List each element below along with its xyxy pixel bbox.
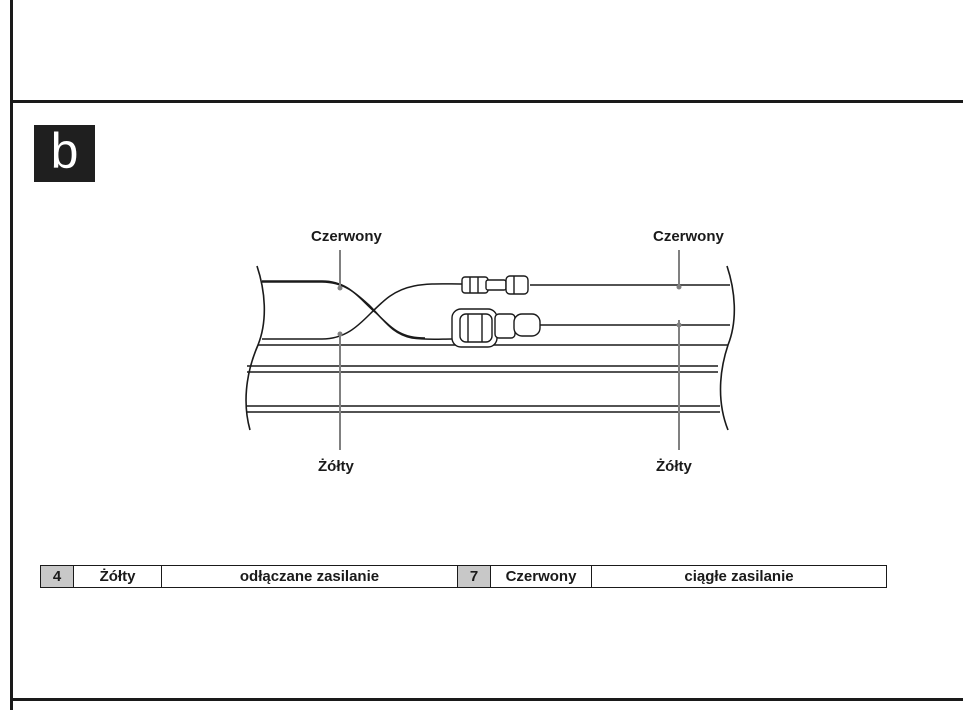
label-left-yellow: Żółty (318, 458, 354, 475)
cable-harness (245, 265, 736, 431)
legend-function: ciągłe zasilanie (591, 565, 887, 588)
legend-color: Żółty (73, 565, 162, 588)
page-left-border (10, 0, 13, 710)
red-wire-connector (461, 275, 529, 295)
legend-color: Czerwony (490, 565, 592, 588)
right-wires (530, 284, 730, 326)
wire-legend-table: 4 Żółty odłączane zasilanie 7 Czerwony c… (40, 565, 887, 588)
label-left-red: Czerwony (311, 228, 382, 245)
legend-function: odłączane zasilanie (161, 565, 458, 588)
label-right-red: Czerwony (653, 228, 724, 245)
yellow-wire-connector (451, 308, 541, 348)
label-leader-dots (337, 284, 682, 337)
section-badge: b (34, 125, 95, 182)
section-bottom-rule (10, 698, 963, 701)
yellow-and-red-wires (262, 281, 463, 340)
table-row: 4 Żółty odłączane zasilanie 7 Czerwony c… (40, 565, 887, 588)
label-leader-lines (339, 250, 680, 450)
label-right-yellow: Żółty (656, 458, 692, 475)
legend-number: 4 (40, 565, 74, 588)
section-top-rule (10, 100, 963, 103)
legend-number: 7 (457, 565, 491, 588)
